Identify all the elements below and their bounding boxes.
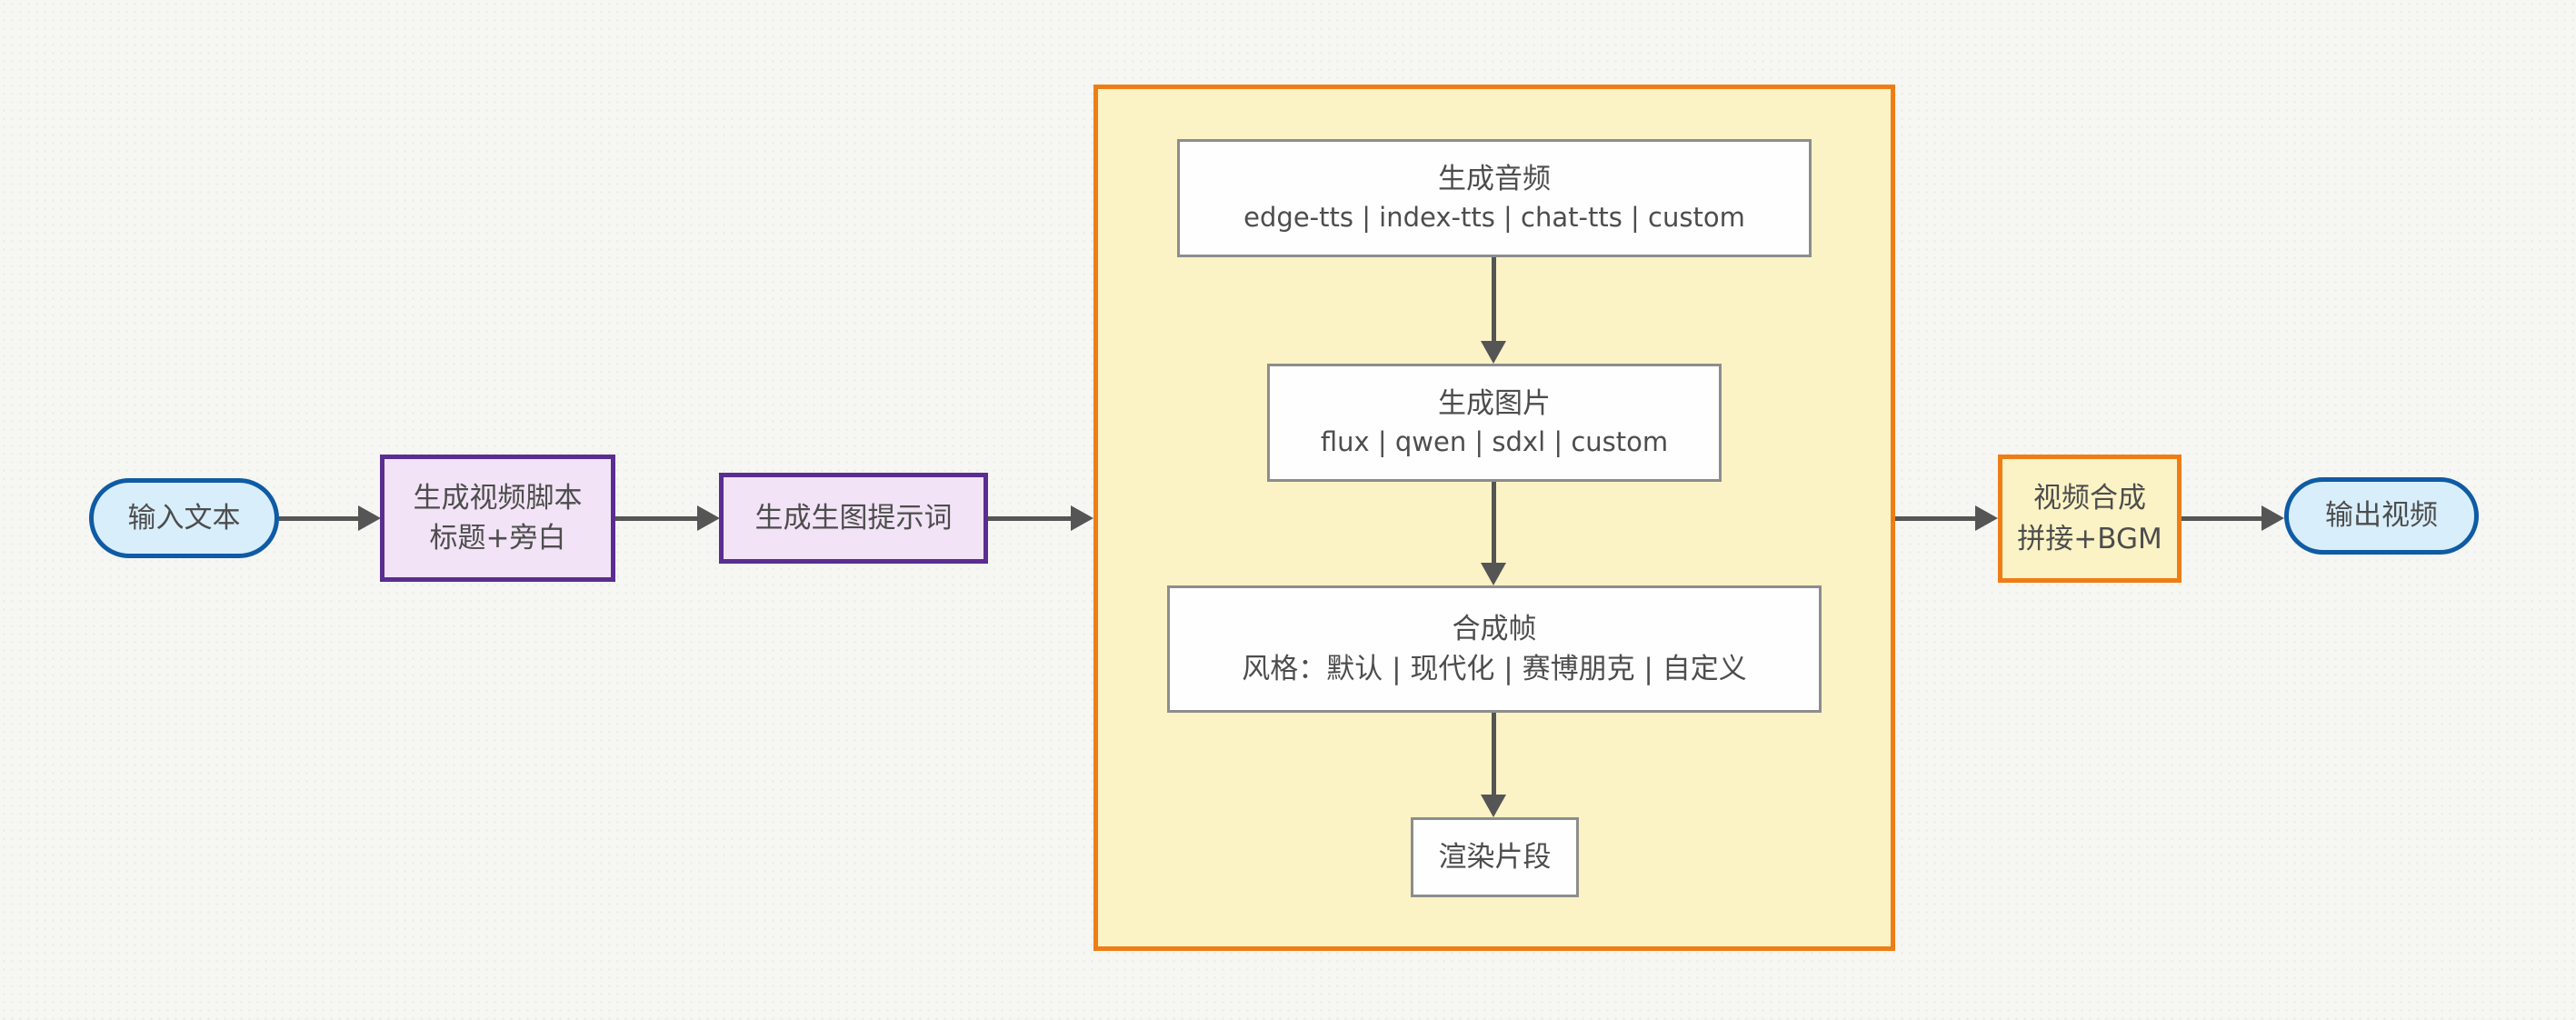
node-input-text: 输入文本 <box>89 478 279 558</box>
node-generate-image-line1: 生成图片 <box>1438 387 1551 421</box>
edge-line <box>2182 516 2263 521</box>
node-generate-video-script-line2: 标题+旁白 <box>429 522 566 555</box>
node-render-clip: 渲染片段 <box>1411 817 1579 897</box>
edge-line <box>1492 713 1496 796</box>
node-generate-audio-line1: 生成音频 <box>1438 163 1551 196</box>
arrowhead-right-icon <box>2261 505 2284 531</box>
node-video-merge-line1: 视频合成 <box>2033 482 2146 515</box>
node-video-merge-line2: 拼接+BGM <box>2017 522 2162 555</box>
arrowhead-right-icon <box>697 505 720 531</box>
edge-line <box>279 516 360 521</box>
arrowhead-down-icon <box>1481 563 1506 585</box>
node-generate-image: 生成图片 flux | qwen | sdxl | custom <box>1267 364 1722 482</box>
arrowhead-down-icon <box>1481 795 1506 817</box>
node-generate-audio: 生成音频 edge-tts | index-tts | chat-tts | c… <box>1177 139 1812 257</box>
node-generate-image-prompt-label: 生成生图提示词 <box>754 501 953 535</box>
node-input-text-label: 输入文本 <box>127 501 241 535</box>
edge-line <box>615 516 699 521</box>
arrowhead-down-icon <box>1481 341 1506 364</box>
arrowhead-right-icon <box>358 505 381 531</box>
node-render-clip-label: 渲染片段 <box>1438 840 1552 874</box>
node-generate-video-script: 生成视频脚本 标题+旁白 <box>380 455 615 582</box>
arrowhead-right-icon <box>1975 505 1998 531</box>
node-video-merge: 视频合成 拼接+BGM <box>1998 455 2182 583</box>
node-output-video: 输出视频 <box>2284 477 2479 555</box>
node-generate-video-script-line1: 生成视频脚本 <box>413 481 583 515</box>
edge-line <box>988 516 1073 521</box>
edge-line <box>1492 482 1496 565</box>
node-compose-frame-line1: 合成帧 <box>1452 612 1537 645</box>
edge-line <box>1895 516 1977 521</box>
node-generate-image-prompt: 生成生图提示词 <box>719 473 988 564</box>
node-compose-frame-line2: 风格：默认 | 现代化 | 赛博朋克 | 自定义 <box>1242 653 1747 685</box>
arrowhead-right-icon <box>1071 505 1093 531</box>
node-compose-frame: 合成帧 风格：默认 | 现代化 | 赛博朋克 | 自定义 <box>1167 585 1822 713</box>
edge-line <box>1492 257 1496 342</box>
node-generate-image-line2: flux | qwen | sdxl | custom <box>1320 426 1669 458</box>
node-output-video-label: 输出视频 <box>2325 499 2438 533</box>
node-generate-audio-line2: edge-tts | index-tts | chat-tts | custom <box>1243 202 1745 234</box>
